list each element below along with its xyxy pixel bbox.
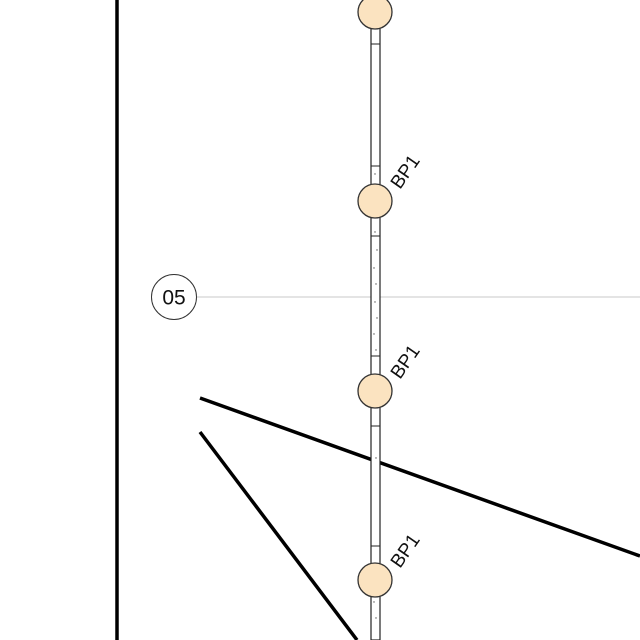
diagonal-line-lower [198, 430, 359, 640]
pile-marker[interactable]: BP1 [357, 341, 425, 409]
pile-marker[interactable] [357, 0, 393, 30]
pile-marker[interactable]: BP1 [357, 530, 425, 598]
pile-circle [357, 562, 393, 598]
pile-label: BP1 [387, 151, 425, 192]
wall-segment [370, 0, 381, 640]
pile-circle [357, 373, 393, 409]
grid-bubble-label: 05 [162, 287, 185, 310]
grid-bubble-05[interactable]: 05 [151, 274, 197, 320]
pile-label: BP1 [387, 341, 425, 382]
wall-stipple [373, 173, 378, 619]
diagonal-line-upper [199, 396, 640, 558]
pile-circle [357, 0, 393, 30]
pile-label: BP1 [387, 530, 425, 571]
pile-circle [357, 183, 393, 219]
grid-bubble-circle [151, 274, 197, 320]
pile-wall [370, 0, 381, 640]
pile-marker[interactable]: BP1 [357, 151, 425, 219]
